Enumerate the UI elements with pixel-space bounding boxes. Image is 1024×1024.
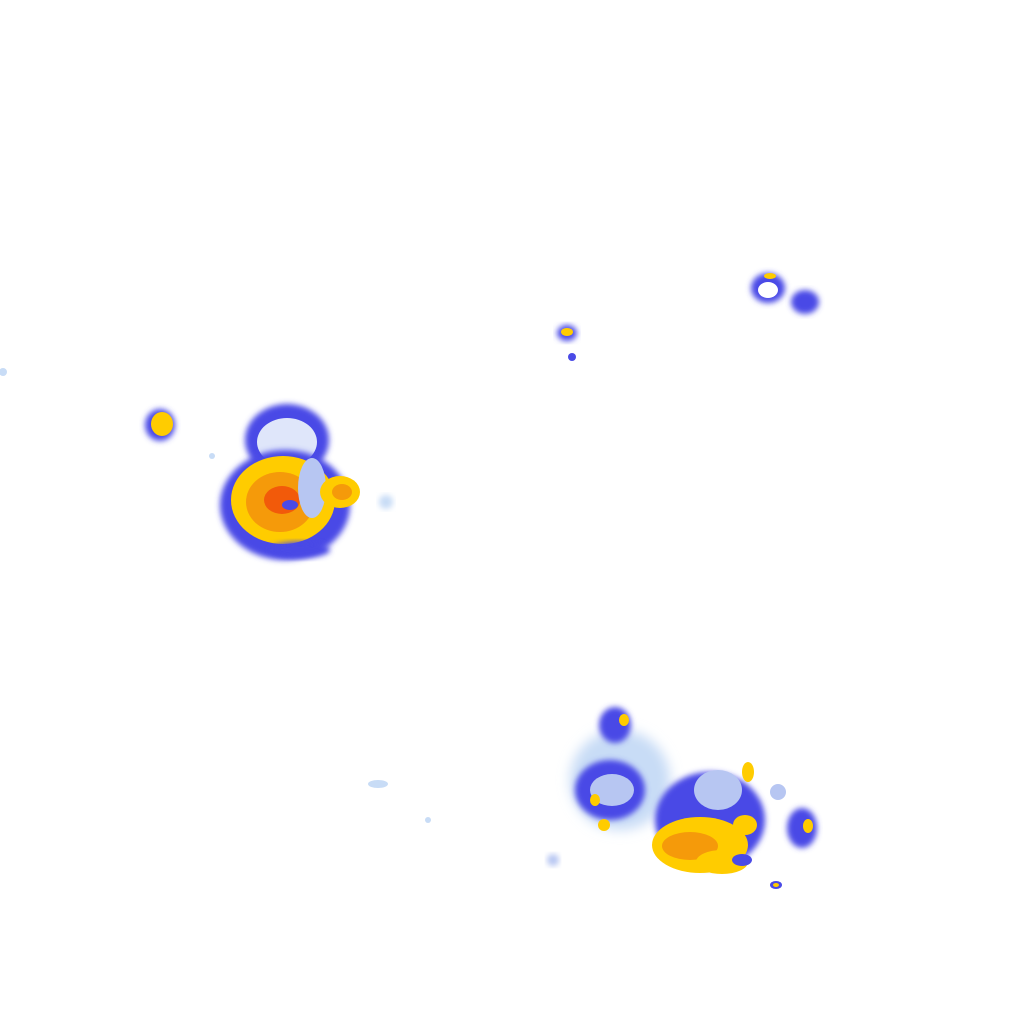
faint-dot xyxy=(0,368,7,376)
blob-bottom-right xyxy=(570,707,817,889)
faint-dot xyxy=(379,495,393,509)
blob-left-small xyxy=(145,409,175,441)
faint-dot xyxy=(425,817,431,823)
faint-dot xyxy=(209,453,215,459)
blob-top-middle xyxy=(557,325,577,361)
blob-top-right xyxy=(751,273,819,314)
faint-dot xyxy=(547,854,559,866)
faint-dot xyxy=(368,780,388,788)
blob-left-large xyxy=(220,404,360,560)
